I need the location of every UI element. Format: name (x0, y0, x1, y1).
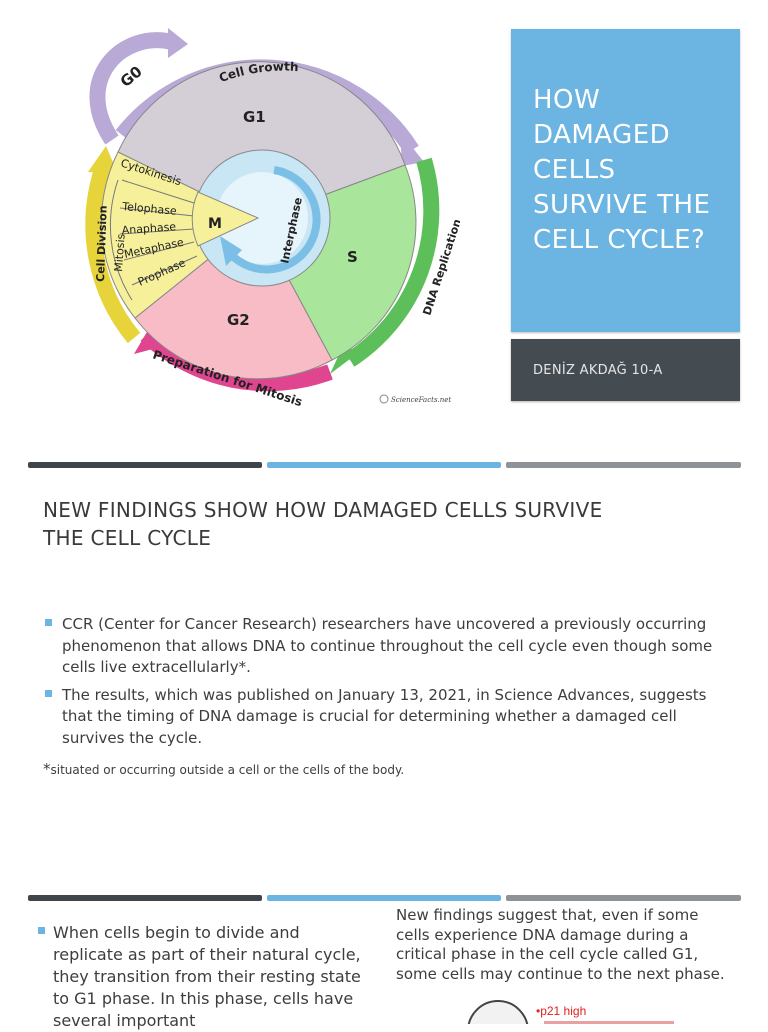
svg-text:ScienceFacts.net: ScienceFacts.net (391, 396, 451, 404)
bullet-square-icon (45, 619, 52, 626)
mitosis-label: Mitosis (112, 233, 128, 272)
list-item: CCR (Center for Cancer Research) researc… (43, 614, 723, 679)
cell-growth-arrowhead (400, 132, 424, 166)
g2-label: G2 (227, 311, 250, 329)
author-box: DENİZ AKDAĞ 10-A (511, 339, 740, 401)
g1-label: G1 (243, 108, 266, 126)
list-item: When cells begin to divide and replicate… (36, 922, 366, 1032)
divider-bar-gray (506, 462, 741, 468)
divider-bar-gray (506, 895, 741, 901)
g2-wedge (134, 219, 333, 380)
cell-division-label: Cell Division (94, 205, 110, 282)
footnote: *situated or occurring outside a cell or… (43, 760, 405, 778)
cell-cycle-diagram: G0 G1 S G2 M Cytokinesis Telophase Anaph… (85, 28, 460, 409)
cell-division-arrowhead (88, 146, 118, 174)
mitosis-stage-lines (119, 179, 198, 286)
interphase-arrow (223, 166, 321, 274)
bullet-square-icon (45, 689, 52, 697)
p21-label: •p21 high (536, 1004, 586, 1018)
title-box: HOW DAMAGED CELLS SURVIVE THE CELL CYCLE… (511, 29, 740, 332)
dna-replication-arc (345, 157, 440, 367)
cut-off-label (544, 1021, 674, 1024)
list-item: The results, which was published on Janu… (43, 685, 723, 750)
bullet-square-icon (38, 927, 45, 934)
divider-bar-dark (28, 895, 262, 901)
g0-loop (89, 32, 174, 145)
mitosis-wedge (100, 151, 258, 319)
slide2-heading: NEW FINDINGS SHOW HOW DAMAGED CELLS SURV… (43, 498, 603, 550)
cell-circle (467, 1000, 529, 1024)
mitosis-inner-arc (109, 179, 133, 301)
slide3-paragraph: New findings suggest that, even if some … (396, 906, 725, 983)
presentation-title: HOW DAMAGED CELLS SURVIVE THE CELL CYCLE… (533, 85, 711, 255)
s-label: S (347, 248, 358, 266)
m-label: M (208, 216, 222, 232)
slide3-bullet-list: When cells begin to divide and replicate… (36, 922, 366, 1032)
p21-figure: •p21 high (467, 1000, 674, 1024)
interphase-core (216, 172, 308, 264)
interphase-arrowhead (220, 236, 242, 266)
divider-bar-blue (267, 462, 501, 468)
dna-replication-arrowhead (330, 348, 362, 374)
g0-label: G0 (117, 62, 146, 90)
stage-anaphase: Anaphase (121, 220, 176, 237)
g0-arrowhead (168, 28, 188, 58)
divider-bar-dark (28, 462, 262, 468)
g1-wedge (117, 61, 406, 221)
author-name: DENİZ AKDAĞ 10-A (533, 363, 663, 378)
m-wedge (191, 191, 260, 247)
divider-bar-blue (267, 895, 501, 901)
stage-telophase: Telophase (121, 200, 178, 218)
preparation-arc (140, 329, 333, 392)
cell-division-arc (85, 167, 141, 344)
slide2-bullet-list: CCR (Center for Cancer Research) researc… (43, 614, 723, 755)
credit-logo: ScienceFacts.net (379, 394, 451, 404)
